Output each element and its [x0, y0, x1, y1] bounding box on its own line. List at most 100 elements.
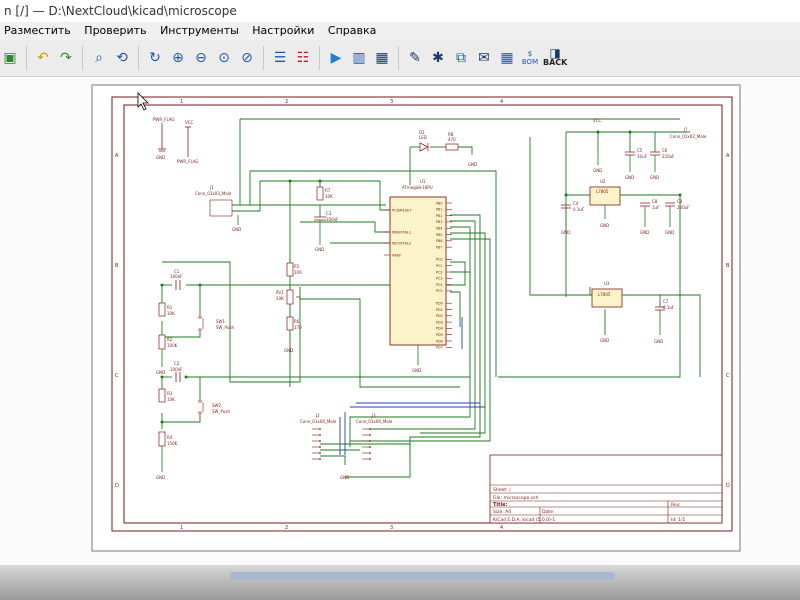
tb-title: Title:: [493, 502, 508, 508]
capacitor-c1[interactable]: C1 100nF: [170, 269, 183, 290]
j1-gnd: GND: [232, 227, 241, 232]
c9-value: 220uF: [677, 205, 690, 210]
r1-ref: R1: [167, 305, 173, 310]
zoom-fit-icon[interactable]: ⊙: [218, 50, 230, 66]
back-annotate-button[interactable]: ◨ BACK: [543, 47, 567, 67]
find-icon[interactable]: ⌕: [95, 50, 103, 66]
regulator-u2[interactable]: U2 L7805 GND: [589, 179, 621, 228]
c3-ref: C3: [326, 211, 332, 216]
desk-background: [0, 565, 800, 600]
bom-grid-icon[interactable]: ▦: [500, 50, 514, 66]
c6-value: 220uF: [662, 154, 675, 159]
resistor-r3[interactable]: R3 10K: [158, 388, 175, 403]
zoom-in-icon[interactable]: ⊕: [172, 50, 184, 66]
capacitor-c8[interactable]: C8 1uF GND: [640, 199, 660, 235]
switch-sw1[interactable]: SW1 SW_Push: [198, 315, 235, 332]
led-d1[interactable]: D1 LED: [419, 130, 429, 152]
mcu-right-pin-label: PB2: [436, 214, 443, 218]
resistor-r8[interactable]: R8 470 GND: [445, 132, 477, 167]
annotate-icon[interactable]: ▦: [375, 50, 389, 66]
frame-row-a-right: A: [726, 153, 730, 159]
toolbar-separator: [138, 46, 139, 70]
refresh-icon[interactable]: ↻: [149, 50, 161, 66]
capacitor-c5[interactable]: C5 10uF GND: [625, 148, 648, 180]
vcc-label-right: VCC: [593, 118, 602, 123]
resistor-r1[interactable]: R1 10K: [158, 302, 175, 317]
resistor-r6[interactable]: R6 170 GND: [284, 316, 302, 353]
zoom-out-icon[interactable]: ⊖: [195, 50, 207, 66]
menu-help[interactable]: Справка: [327, 24, 377, 37]
r6-gnd: GND: [284, 348, 293, 353]
mcu-right-pin-label: PB0: [436, 201, 443, 205]
tb-date: Date:: [542, 509, 554, 515]
toolbar-separator: [398, 46, 399, 70]
resistor-r2[interactable]: R2 100K GND: [156, 334, 178, 375]
c7-gnd: GND: [654, 339, 663, 344]
menu-inspect[interactable]: Проверить: [84, 24, 147, 37]
mcu-right-pin-label: PB1: [436, 208, 443, 212]
connector-top-right[interactable]: J? Conn_01x02_Male: [670, 127, 707, 139]
connector-j3[interactable]: J3 Conn_01x06_Male: [356, 413, 393, 460]
redo-icon[interactable]: ↷: [60, 50, 72, 66]
junctions: [160, 130, 682, 424]
potentiometer-rv1[interactable]: RV1 10K: [276, 289, 300, 305]
mcu-right-pin-label: PD6: [436, 339, 443, 343]
resistor-r7[interactable]: R7 10K: [316, 186, 333, 201]
capacitor-c2[interactable]: C2 100nF: [170, 361, 183, 382]
sw1-value: SW_Push: [216, 325, 234, 330]
mcu-u1[interactable]: ATmega8-16PU U1 PC6/RESETPB6/XTAL1PB7/XT…: [384, 179, 452, 373]
j3-value: Conn_01x06_Male: [356, 419, 393, 424]
library-editor-icon[interactable]: ▶: [330, 50, 342, 66]
horizontal-scrollbar[interactable]: [230, 572, 615, 580]
undo-icon[interactable]: ↶: [37, 50, 49, 66]
mcu-right-pin-label: PD0: [436, 302, 443, 306]
r3-ref: R3: [167, 391, 173, 396]
capacitor-c7[interactable]: C7 0.1uF GND: [654, 299, 675, 344]
r5-ref: R5: [294, 264, 300, 269]
connector-pin-end: [319, 434, 321, 436]
bom-icon[interactable]: $BOM: [521, 50, 539, 66]
pwr-flag-label: PWR_FLAG: [153, 117, 175, 122]
library-browser-icon[interactable]: ▥: [352, 50, 366, 66]
menu-place[interactable]: Разместить: [4, 24, 71, 37]
connector-j2[interactable]: J2 Conn_01x06_Male: [300, 413, 337, 460]
resistor-r4[interactable]: R4 150K GND: [156, 431, 178, 480]
find-replace-icon[interactable]: ⟲: [116, 50, 128, 66]
bug-icon[interactable]: ✱: [432, 50, 444, 66]
r2-gnd: GND: [156, 370, 165, 375]
resistor-r5[interactable]: R5 100: [286, 262, 302, 277]
frame-col-1: 1: [180, 99, 183, 105]
erc-icon[interactable]: ✎: [409, 50, 421, 66]
capacitor-c4[interactable]: C4 0.1uF GND: [561, 201, 585, 235]
r4-value: 150K: [167, 441, 178, 446]
r4-gnd: GND: [156, 475, 165, 480]
j2-gnd: GND: [340, 475, 349, 480]
toolbar-separator: [319, 46, 320, 70]
frame-row-b: B: [115, 263, 119, 269]
title-block: [489, 454, 723, 524]
leave-sheet-icon[interactable]: ☷: [296, 50, 310, 66]
connector-pin-end: [319, 458, 321, 460]
j2-value: Conn_01x06_Male: [300, 419, 337, 424]
sw2-ref: SW2: [212, 403, 221, 408]
menu-tools[interactable]: Инструменты: [160, 24, 239, 37]
schematic-canvas[interactable]: 1 2 3 4 1 2 3 4 A B C D A B C D: [0, 77, 800, 600]
toolbar-separator: [263, 46, 264, 70]
zoom-selection-icon[interactable]: ⊘: [241, 50, 253, 66]
switch-sw2[interactable]: SW2 SW_Push: [198, 399, 231, 415]
gnd-label-top: GND: [156, 155, 165, 160]
hierarchy-navigator-icon[interactable]: ☰: [273, 50, 287, 66]
regulator-u3[interactable]: U3 L7805 GND: [591, 281, 623, 343]
assign-footprints-icon[interactable]: ⧉: [456, 50, 466, 66]
menu-preferences[interactable]: Настройки: [252, 24, 315, 37]
c2-ref: C2: [174, 361, 180, 366]
capacitor-c3[interactable]: C3 100nF GND: [314, 211, 339, 252]
capacitor-c6[interactable]: C6 220uF GND: [650, 148, 675, 180]
mcu-right-pin-label: PD1: [436, 308, 443, 312]
vcc-gnd: GND: [593, 168, 602, 173]
capacitor-c9[interactable]: C9 220uF GND: [665, 199, 690, 235]
connector-j1[interactable]: J1 Conn_01x03_Male GND: [195, 185, 241, 232]
save-icon[interactable]: ▣: [3, 50, 17, 66]
netlist-icon[interactable]: ✉: [478, 50, 490, 66]
